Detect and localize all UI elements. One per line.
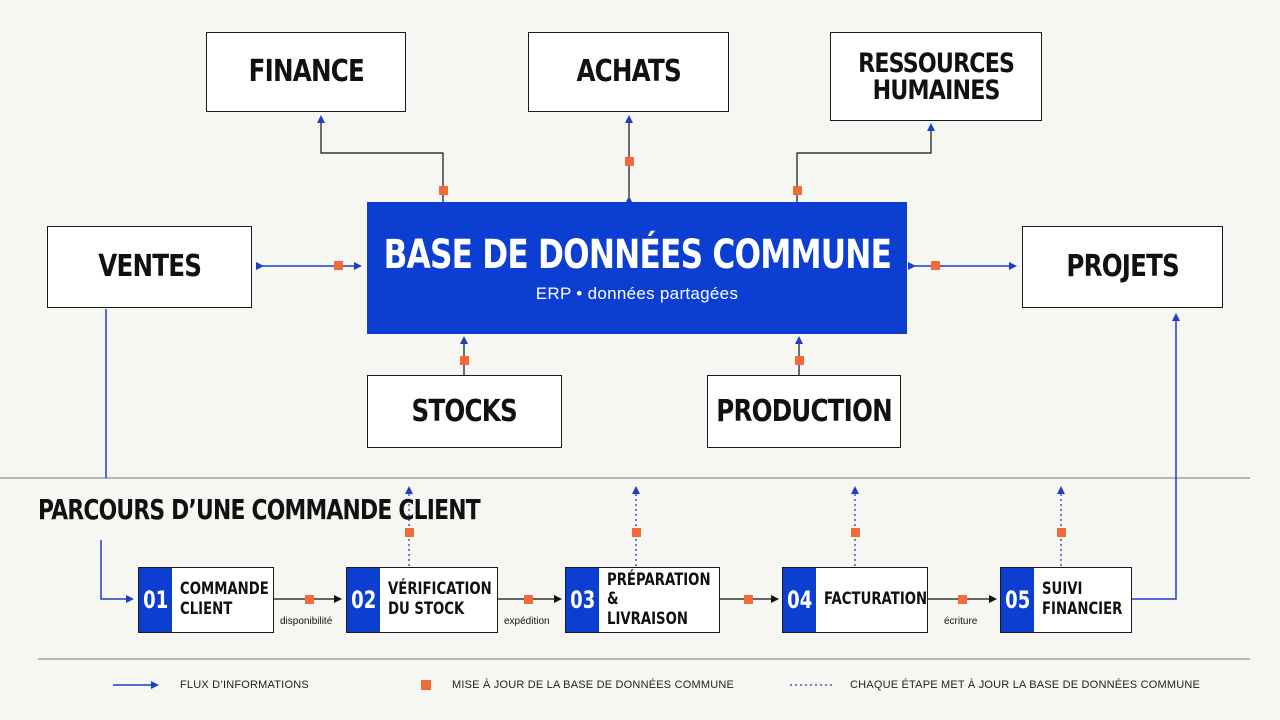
update-marker — [460, 356, 469, 365]
update-marker — [625, 157, 634, 166]
update-marker — [439, 186, 448, 195]
step-label: VÉRIFICATION DU STOCK — [388, 579, 493, 619]
module-achats: ACHATS — [528, 32, 729, 112]
step-label: PRÉPARATION & LIVRAISON — [607, 569, 711, 629]
legend-flow-label: FLUX D’INFORMATIONS — [180, 679, 309, 691]
step-number: 01 — [139, 568, 173, 632]
update-marker — [334, 261, 343, 270]
module-stocks: STOCKS — [367, 375, 562, 448]
process-step-4: 04 FACTURATION — [782, 567, 928, 633]
step-label: FACTURATION — [824, 589, 928, 610]
process-step-2: 02 VÉRIFICATION DU STOCK — [346, 567, 498, 633]
module-rh: RESSOURCES HUMAINES — [830, 32, 1042, 121]
process-step-5: 05 SUIVI FINANCIER — [1000, 567, 1132, 633]
step-label: COMMANDE CLIENT — [180, 579, 270, 619]
module-stocks-label: STOCKS — [411, 393, 518, 429]
connector-label-ecriture: écriture — [944, 616, 978, 627]
legend-update-label: MISE À JOUR DE LA BASE DE DONNÉES COMMUN… — [452, 679, 735, 691]
central-database: BASE DE DONNÉES COMMUNE ERP • données pa… — [367, 202, 907, 334]
module-production: PRODUCTION — [707, 375, 901, 448]
step-number: 04 — [783, 568, 817, 632]
step-number: 03 — [566, 568, 600, 632]
update-marker — [305, 595, 314, 604]
update-marker — [632, 528, 641, 537]
central-database-subtitle: ERP • données partagées — [535, 284, 739, 303]
step-label: SUIVI FINANCIER — [1042, 579, 1123, 619]
legend-update-square-icon — [421, 680, 431, 690]
update-marker — [744, 595, 753, 604]
update-marker — [405, 528, 414, 537]
module-production-label: PRODUCTION — [716, 393, 892, 429]
order-entry-arrow — [100, 540, 134, 603]
module-finance: FINANCE — [206, 32, 406, 112]
module-achats-label: ACHATS — [576, 54, 681, 89]
rh-connector — [796, 123, 935, 202]
step-number: 05 — [1001, 568, 1035, 632]
process-step-1: 01 COMMANDE CLIENT — [138, 567, 274, 633]
module-finance-label: FINANCE — [248, 54, 364, 89]
module-projets: PROJETS — [1022, 226, 1223, 308]
financial-to-projets-arrow — [1132, 313, 1180, 600]
connector-label-disponibilite: disponibilité — [280, 616, 333, 627]
legend-dotted-label: CHAQUE ÉTAPE MET À JOUR LA BASE DE DONNÉ… — [850, 679, 1201, 691]
step-number: 02 — [347, 568, 381, 632]
central-database-title: BASE DE DONNÉES COMMUNE — [383, 232, 891, 278]
module-projets-label: PROJETS — [1066, 249, 1179, 284]
update-marker — [795, 356, 804, 365]
module-ventes-label: VENTES — [98, 249, 202, 284]
update-marker — [958, 595, 967, 604]
update-marker — [931, 261, 940, 270]
connector-label-expedition: expédition — [504, 616, 550, 627]
update-marker — [793, 186, 802, 195]
module-rh-label: RESSOURCES HUMAINES — [857, 47, 1015, 106]
update-marker — [524, 595, 533, 604]
finance-connector — [317, 115, 444, 202]
process-title: PARCOURS D’UNE COMMANDE CLIENT — [38, 493, 481, 526]
process-step-3: 03 PRÉPARATION & LIVRAISON — [565, 567, 720, 633]
update-marker — [851, 528, 860, 537]
module-ventes: VENTES — [47, 226, 252, 308]
update-marker — [1057, 528, 1066, 537]
